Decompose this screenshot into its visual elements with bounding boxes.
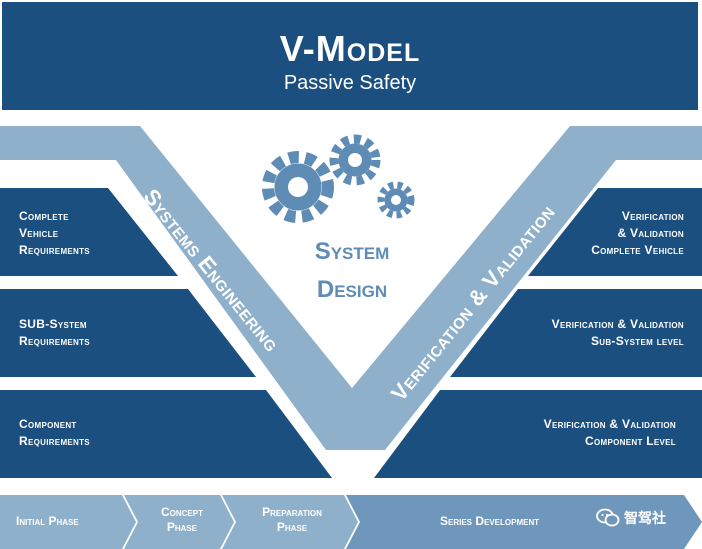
label-vv-component-level: Verification & Validation Component Leve… — [543, 417, 676, 448]
header-banner: V-Model Passive Safety — [2, 2, 698, 110]
phase-initial — [0, 495, 136, 549]
page-subtitle: Passive Safety — [283, 72, 417, 94]
center-design: Design — [316, 276, 388, 303]
gear-icon — [329, 134, 381, 186]
watermark: 智驾社 — [596, 505, 666, 531]
label-subsystem-requirements: SUB-System Requirements — [19, 317, 90, 348]
center-system: System — [314, 238, 390, 265]
v-shape — [0, 126, 702, 450]
right-band-component — [374, 390, 702, 478]
right-band-vehicle — [528, 188, 702, 276]
label-component-requirements: Component Requirements — [19, 417, 90, 448]
phase-preparation — [222, 495, 358, 549]
gear-icon — [377, 181, 415, 219]
wechat-icon — [596, 508, 620, 527]
phase-concept-label: Concept Phase — [160, 505, 203, 534]
phase-initial-label: Initial Phase — [16, 514, 79, 528]
phase-series — [346, 495, 702, 549]
left-band-vehicle — [0, 188, 178, 276]
left-band-subsystem — [0, 289, 256, 377]
right-band-subsystem — [450, 289, 702, 377]
left-band-component — [0, 390, 332, 478]
phase-preparation-label: Preparation Phase — [262, 505, 322, 534]
label-complete-vehicle-requirements: Complete Vehicle Requirements — [19, 209, 90, 257]
label-vv-subsystem-level: Verification & Validation Sub-System lev… — [551, 317, 684, 348]
label-vv-complete-vehicle: Verification & Validation Complete Vehic… — [591, 209, 684, 257]
phase-series-label: Series Development — [440, 514, 540, 528]
page-title: V-Model — [279, 28, 421, 69]
watermark-text: 智驾社 — [624, 510, 666, 526]
gear-icon — [262, 151, 334, 223]
phase-concept — [124, 495, 234, 549]
